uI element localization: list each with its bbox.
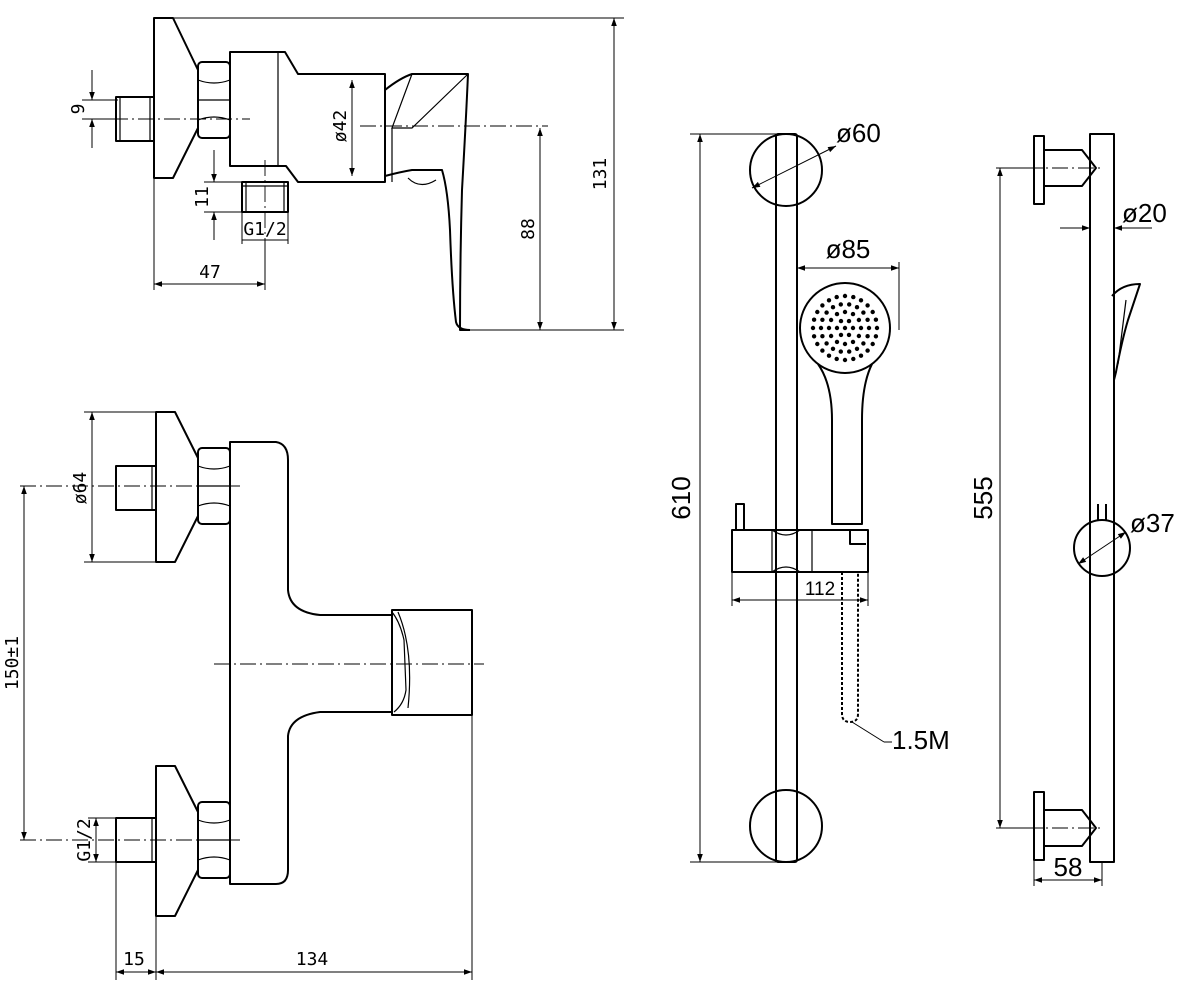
dim-center-distance-label: 150±1 — [2, 636, 23, 690]
shower-nozzle — [846, 332, 852, 338]
shower-nozzle — [865, 303, 870, 308]
shower-nozzle — [856, 333, 862, 339]
dim-spout-height-label: 11 — [192, 186, 213, 208]
shower-nozzle — [820, 334, 825, 339]
shower-nozzle — [818, 325, 824, 331]
shower-nozzle — [850, 325, 856, 331]
dim-rail-diameter-label: ø20 — [1122, 198, 1167, 228]
shower-nozzle — [865, 348, 870, 353]
shower-nozzle — [826, 298, 832, 303]
shower-nozzle — [820, 317, 825, 322]
shower-nozzle — [842, 309, 848, 315]
dim-holder-diameter-label: ø37 — [1130, 508, 1175, 538]
shower-nozzle — [824, 310, 829, 315]
shower-nozzle — [826, 325, 832, 331]
shower-nozzle — [824, 341, 829, 346]
shower-nozzle — [873, 334, 879, 339]
shower-nozzle — [846, 318, 852, 324]
shower-nozzle — [842, 325, 848, 331]
shower-nozzle — [870, 341, 875, 347]
shower-nozzle — [838, 349, 843, 354]
shower-nozzle — [820, 348, 825, 353]
mixer-front-view: ø64 150±1 G1/2 15 134 — [2, 411, 484, 980]
shower-nozzle — [851, 294, 856, 300]
shower-nozzle — [858, 353, 864, 358]
shower-nozzle — [811, 317, 817, 322]
shower-nozzle — [870, 309, 875, 315]
shower-nozzle — [865, 334, 870, 339]
dim-bracket-diameter-label: ø60 — [836, 118, 881, 148]
shower-nozzle — [810, 325, 816, 331]
shower-nozzle — [850, 339, 856, 345]
dim-holder-width-label: 112 — [805, 579, 835, 600]
dim-inlet-thread-label: G1/2 — [74, 818, 95, 861]
dim-flange-diameter-label: ø64 — [70, 472, 91, 505]
shower-nozzle — [838, 302, 843, 307]
shower-nozzle — [851, 356, 856, 362]
shower-nozzle — [830, 305, 836, 310]
shower-nozzle — [838, 332, 844, 338]
dim-spout-thread-label: G1/2 — [243, 219, 286, 240]
shower-nozzle — [873, 317, 879, 322]
shower-nozzle — [834, 356, 839, 362]
shower-nozzles-group — [810, 293, 880, 363]
shower-nozzle — [865, 317, 870, 322]
shower-nozzle — [861, 310, 866, 315]
dim-handle-drop-label: 88 — [518, 218, 539, 240]
shower-nozzle — [842, 357, 848, 363]
dim-rail-length-label: 610 — [666, 476, 696, 519]
shower-nozzle — [858, 298, 864, 303]
shower-nozzle — [828, 333, 834, 339]
shower-nozzle — [826, 353, 832, 358]
shower-nozzle — [847, 349, 852, 354]
dim-mount-spacing-label: 555 — [968, 476, 998, 519]
shower-nozzle — [830, 346, 836, 351]
hose-length-label: 1.5M — [892, 725, 950, 755]
shower-nozzle — [861, 341, 866, 346]
shower-nozzle — [842, 341, 848, 347]
dim-hand-shower-diameter-label: ø85 — [826, 234, 871, 264]
slide-rail-side-view: ø20 ø37 555 58 — [968, 133, 1175, 886]
shower-nozzle — [834, 325, 840, 331]
shower-nozzle — [820, 303, 825, 308]
shower-nozzle — [834, 311, 840, 317]
dim-wall-offset-label: 58 — [1054, 852, 1083, 882]
shower-nozzle — [811, 334, 817, 339]
shower-nozzle — [815, 341, 820, 347]
shower-nozzle — [854, 346, 860, 351]
dim-inlet-to-spout-label: 47 — [199, 262, 221, 283]
dim-projection-label: 134 — [296, 949, 329, 970]
dim-body-diameter-label: ø42 — [330, 110, 351, 143]
shower-nozzle — [815, 309, 820, 315]
mixer-side-view: 9 ø42 11 G1/2 47 88 131 — [68, 17, 624, 331]
shower-nozzle — [866, 325, 872, 331]
dim-flange-depth-label: 15 — [123, 949, 145, 970]
shower-nozzle — [850, 311, 856, 317]
shower-nozzle — [842, 293, 848, 299]
slide-rail-front-view: 1.5M 610 ø60 ø85 112 — [666, 118, 950, 863]
shower-nozzle — [834, 294, 839, 300]
shower-nozzle — [856, 317, 862, 323]
shower-nozzle — [828, 317, 834, 323]
shower-nozzle — [834, 339, 840, 345]
shower-nozzle — [854, 305, 860, 310]
shower-nozzle — [847, 302, 852, 307]
dim-nut-label: 9 — [68, 104, 89, 115]
dim-total-height-label: 131 — [590, 158, 611, 191]
shower-nozzle — [874, 325, 880, 331]
shower-nozzle — [858, 325, 864, 331]
shower-nozzle — [838, 318, 844, 324]
